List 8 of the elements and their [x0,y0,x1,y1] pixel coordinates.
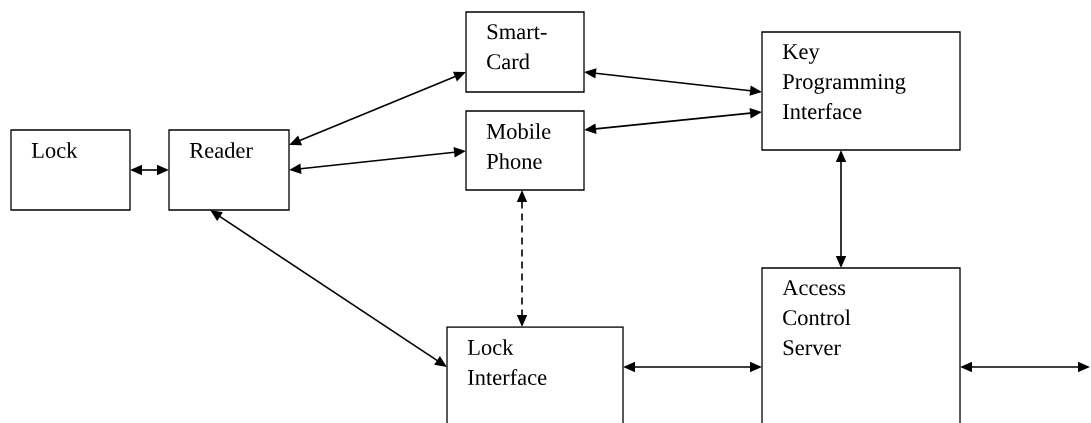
process-box: Access Control Server [761,267,961,423]
process-box: Reader [168,129,290,211]
process-box: Key Programming Interface [761,31,961,151]
arrow [210,210,447,367]
process-box: Smart-Card [465,11,585,93]
process-box: Mobile Phone [465,110,585,191]
process-box: Lock [10,129,131,211]
process-box: Lock Interface [446,326,624,423]
